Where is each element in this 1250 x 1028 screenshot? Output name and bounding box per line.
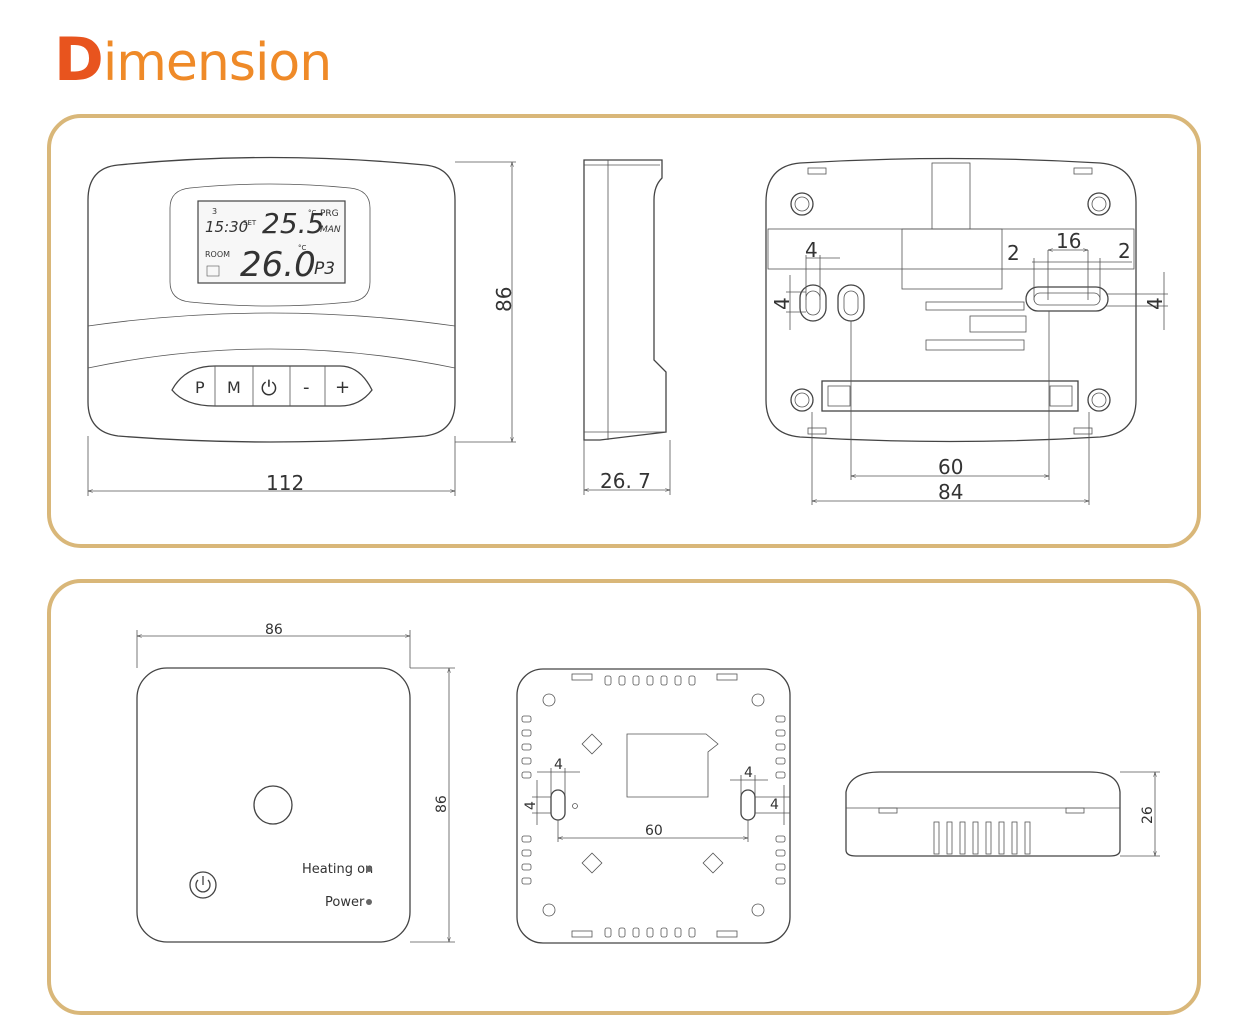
lcd-unit: °C [308,209,317,217]
receiver-height-label: 86 [434,795,450,813]
button-plus[interactable]: + [335,377,350,398]
top-dimension-panel [47,114,1201,548]
lcd-room-label: ROOM [205,250,230,259]
back-hole-spacing-label: 60 [938,455,963,479]
title-rest: imension [102,33,332,93]
receiver-width-label: 86 [265,622,283,638]
heating-on-label: Heating on [302,862,373,877]
back-slot-gap-left-label: 2 [1007,241,1020,265]
page-title: Dimension [54,30,332,93]
thermostat-back-view: 4 4 2 16 2 4 60 84 [765,157,1168,505]
receiver-side-view: 26 [845,772,1160,856]
power-label: Power [325,895,365,910]
front-width-label: 112 [266,471,304,495]
lcd-set-label: SET [243,219,257,227]
lcd-program: P3 [314,259,335,279]
lcd-man: MAN [320,225,341,235]
thermostat-side-view: 26. 7 [584,159,670,495]
side-depth-label: 26. 7 [600,469,651,493]
lcd-clock: 15:30 [205,218,248,236]
lcd-icon-block [206,265,220,277]
lcd-prg: PRG [320,209,339,219]
title-first-letter: D [54,25,104,95]
button-minus[interactable]: - [303,377,310,398]
back-slot-gap-right-label: 2 [1118,239,1131,263]
receiver-back-hole-spacing: 60 [645,823,663,839]
lcd-room-temp: 26.0 [240,245,316,285]
thermostat-front-view: 3 15:30 SET 25.5 °C PRG MAN ROOM 26.0 °C… [88,156,516,496]
receiver-back-view: 4 4 4 4 60 [516,668,791,944]
back-hole-height-label: 4 [770,297,794,310]
receiver-depth-label: 26 [1140,806,1156,824]
back-slot-length-label: 16 [1056,229,1081,253]
lcd-set-temp: 25.5 [262,207,324,240]
lcd-screen [197,200,346,284]
power-indicator [366,899,372,905]
receiver-back-hole-height-right: 4 [770,797,779,813]
power-icon[interactable]: ⏻ [261,376,277,400]
receiver-back-hole-width-left: 4 [554,757,563,773]
back-mount-spacing-label: 84 [938,480,963,504]
bottom-dimension-panel [47,579,1201,1015]
back-hole-width-label: 4 [805,238,818,262]
receiver-back-hole-width-right: 4 [744,765,753,781]
lcd-day: 3 [212,207,217,216]
receiver-center-button[interactable] [253,785,293,825]
button-m[interactable]: M [227,378,241,397]
heating-indicator [366,866,372,872]
button-p[interactable]: P [195,378,205,397]
receiver-front-view: power-icon Heating on Power 86 86 [0,622,455,942]
lcd-unit-2: °C [298,244,307,252]
back-slot-height-label: 4 [1143,297,1167,310]
front-height-label: 86 [492,287,516,312]
receiver-back-hole-height-left: 4 [523,801,539,810]
